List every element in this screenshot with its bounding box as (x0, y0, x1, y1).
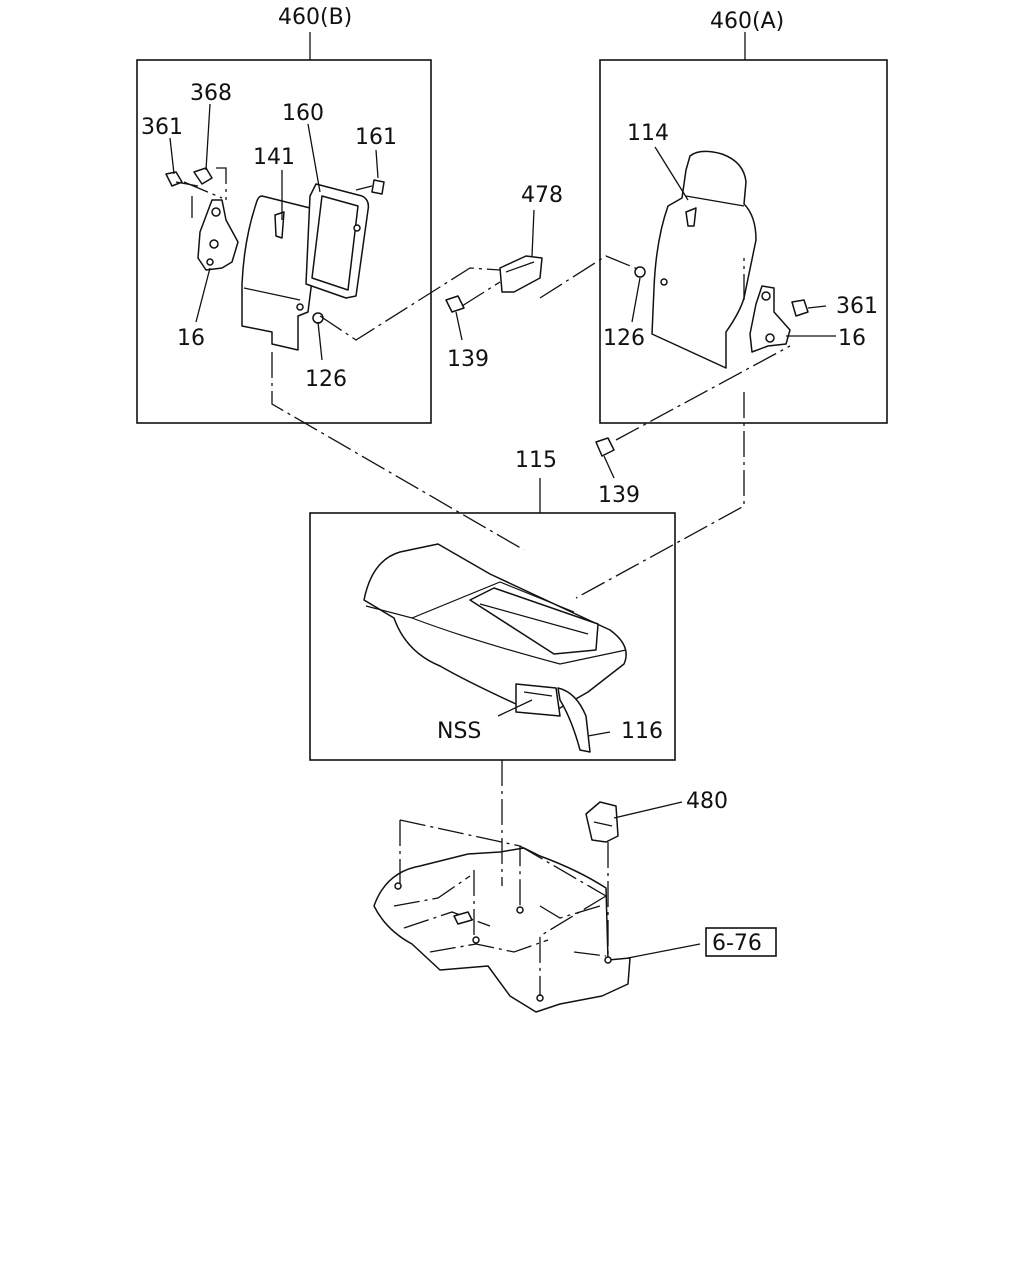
label-b-141: 141 (253, 145, 295, 170)
center-bracket-478 (445, 255, 543, 313)
label-b-126: 126 (305, 367, 347, 392)
label-480: 480 (686, 789, 728, 814)
label-b-160: 160 (282, 101, 324, 126)
cushion-frame (309, 512, 676, 761)
floor-base (373, 847, 631, 1013)
ref-6-76-frame[interactable] (705, 927, 777, 957)
label-ref-6-76[interactable]: 6-76 (712, 931, 762, 956)
cushion-flap-116 (515, 683, 591, 753)
left-hinge-16 (197, 199, 239, 271)
seat-cushion-115 (363, 543, 627, 709)
label-139-mid: 139 (598, 483, 640, 508)
label-a-126: 126 (603, 326, 645, 351)
label-b-161: 161 (355, 125, 397, 150)
label-assembly-b: 460(B) (278, 5, 352, 30)
label-b-368: 368 (190, 81, 232, 106)
label-b-361: 361 (141, 115, 183, 140)
left-bolts (165, 167, 385, 324)
label-a-114: 114 (627, 121, 669, 146)
dash-lines (183, 167, 791, 996)
label-a-361: 361 (836, 294, 878, 319)
leader-lines (169, 32, 836, 959)
right-hinge-16 (749, 285, 791, 353)
label-assembly-a: 460(A) (710, 9, 784, 34)
right-seatback-114 (651, 150, 757, 369)
assembly-b-frame (136, 59, 432, 424)
left-seatback (241, 195, 320, 351)
label-nss: NSS (437, 719, 481, 744)
label-a-16: 16 (838, 326, 866, 351)
label-115: 115 (515, 448, 557, 473)
label-139-top: 139 (447, 347, 489, 372)
left-frame-160 (305, 183, 370, 299)
floor-bracket-480 (585, 801, 619, 843)
right-bolts (595, 266, 809, 457)
label-116: 116 (621, 719, 663, 744)
label-b-16: 16 (177, 326, 205, 351)
label-478: 478 (521, 183, 563, 208)
